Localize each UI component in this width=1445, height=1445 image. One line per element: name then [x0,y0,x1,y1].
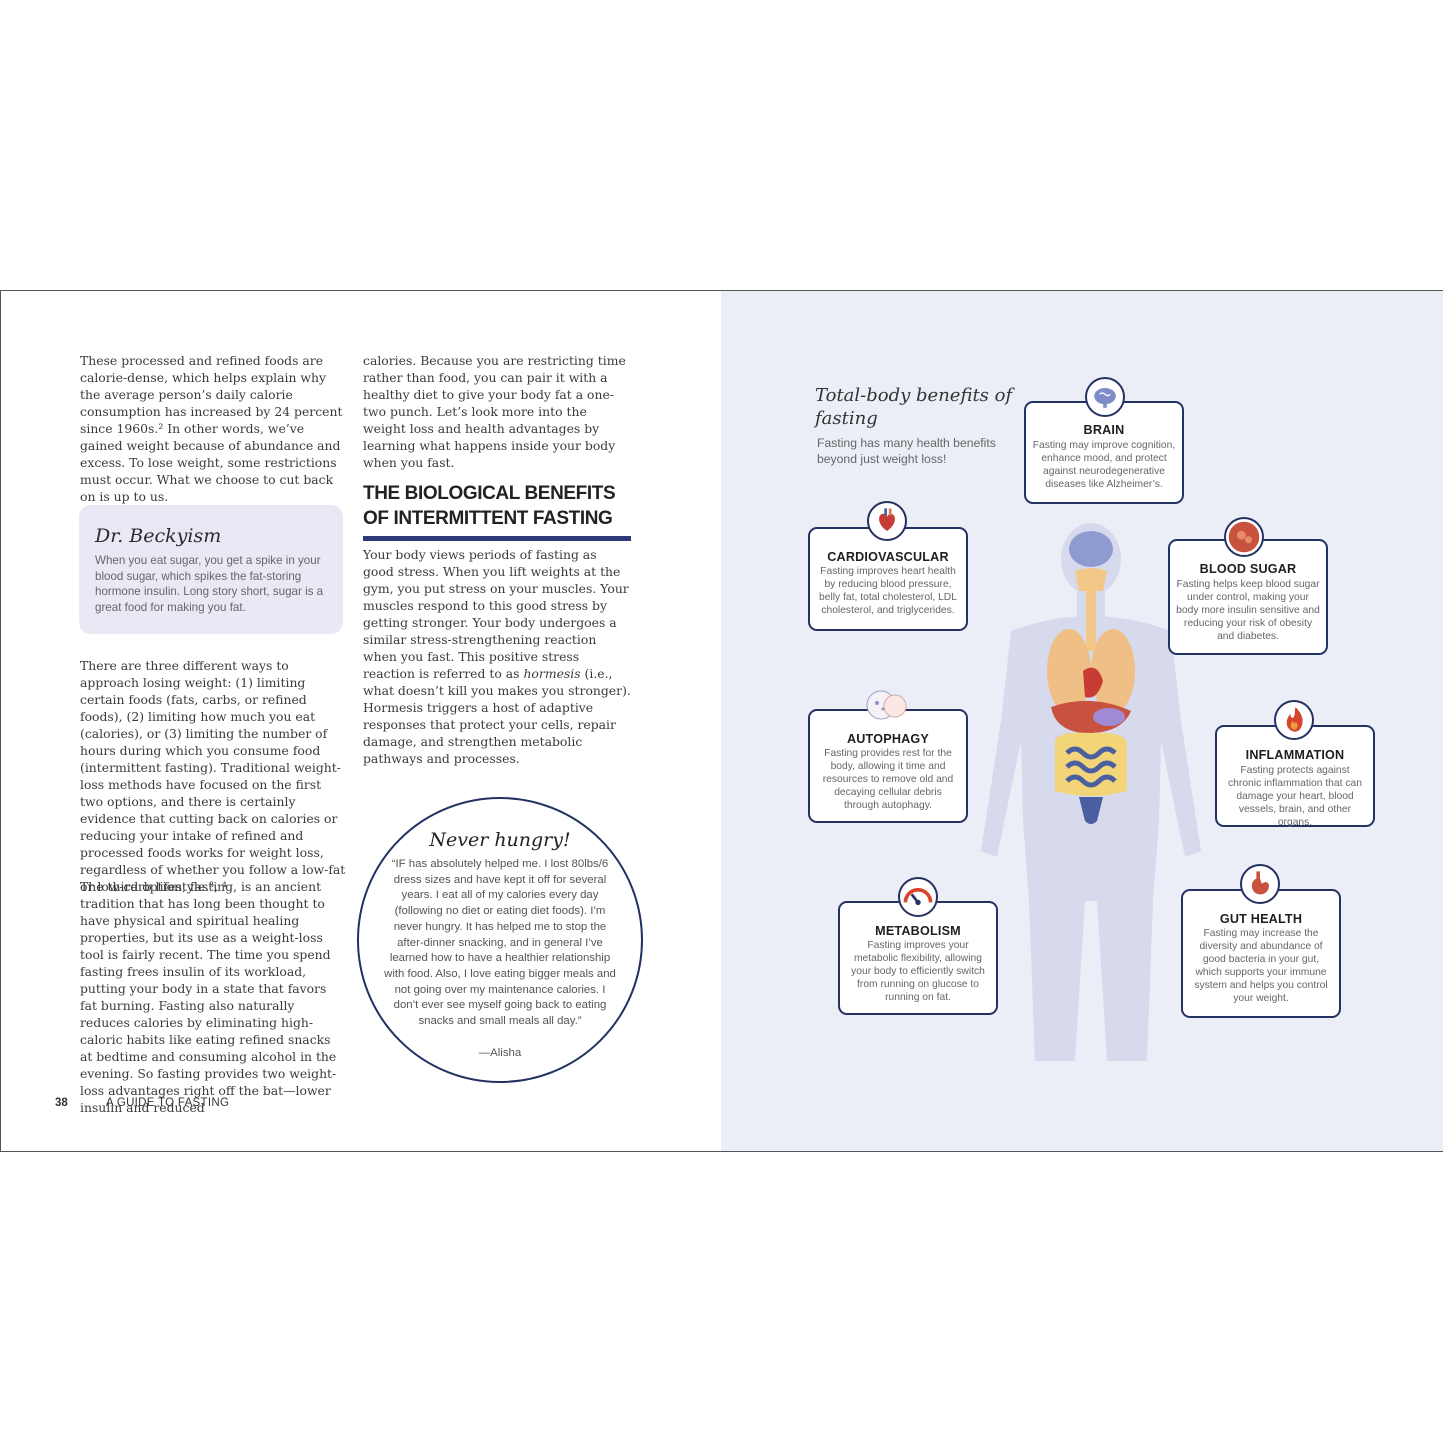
blood-cell-icon [1224,517,1264,557]
col2-para2-text: Your body views periods of fasting as go… [363,547,631,766]
callout-text: When you eat sugar, you get a spike in y… [95,554,324,614]
testimonial-title: Never hungry! [429,829,571,851]
card-inflammation-text: Fasting protects against chronic inflamm… [1228,765,1362,828]
testimonial-circle: Never hungry! “IF has absolutely helped … [357,797,643,1083]
flame-icon [1274,700,1314,740]
col2-paragraph-2: Your body views periods of fasting as go… [363,546,631,767]
col2-paragraph-1: calories. Because you are restricting ti… [363,352,631,471]
col1-para2-text: There are three different ways to approa… [80,658,346,894]
card-brain: BRAIN Fasting may improve cognition, enh… [1024,401,1184,504]
col1-para1-text: These processed and refined foods are ca… [80,353,343,504]
card-autophagy: AUTOPHAGY Fasting provides rest for the … [808,709,968,823]
card-inflammation: INFLAMMATION Fasting protects against ch… [1215,725,1375,828]
callout-title: Dr. Beckyism [95,525,222,547]
brain-icon [1085,377,1125,417]
card-cardio-title: CARDIOVASCULAR [827,550,949,564]
col1-paragraph-3: The third option, fasting, is an ancient… [80,878,346,1116]
card-sugar-text: Fasting helps keep blood sugar under con… [1176,579,1320,642]
col1-para3-text: The third option, fasting, is an ancient… [80,879,337,1115]
testimonial-author: —Alisha [478,1047,522,1059]
card-brain-title: BRAIN [1083,423,1125,437]
book-spread: These processed and refined foods are ca… [0,290,1443,1152]
card-metabolism-title: METABOLISM [875,924,961,938]
gauge-icon [898,877,938,917]
heart-icon [867,501,907,541]
card-autophagy-text: Fasting provides rest for the body, allo… [822,748,954,811]
card-gut-health: GUT HEALTH Fasting may increase the dive… [1181,889,1341,1018]
cell-icon [863,685,911,725]
card-cardiovascular: CARDIOVASCULAR Fasting improves heart he… [808,527,968,631]
infographic-subtitle: Fasting has many health benefits beyond … [817,436,996,466]
running-head: A GUIDE TO FASTING [106,1097,230,1109]
card-metabolism: METABOLISM Fasting improves your metabol… [838,901,998,1015]
infographic-page: Total-body benefits of fasting Fasting h… [721,291,1443,1151]
section-heading: THE BIOLOGICAL BENEFITS OF INTERMITTENT … [363,483,616,529]
heading-rule [363,536,631,541]
card-cardio-text: Fasting improves heart health by reducin… [819,566,957,616]
card-gut-text: Fasting may increase the diversity and a… [1194,928,1328,1004]
card-inflammation-title: INFLAMMATION [1245,748,1345,762]
dr-beckyism-callout: Dr. Beckyism When you eat sugar, you get… [79,505,343,634]
infographic-title: Total-body benefits of fasting [815,385,1013,429]
col1-paragraph-2: There are three different ways to approa… [80,657,346,895]
stomach-icon [1240,864,1280,904]
page-number: 38 [55,1097,68,1109]
card-blood-sugar: BLOOD SUGAR Fasting helps keep blood sug… [1168,539,1328,655]
card-autophagy-title: AUTOPHAGY [846,732,930,746]
card-sugar-title: BLOOD SUGAR [1199,562,1297,576]
human-body-illustration [981,523,1201,1061]
col2-para1-text: calories. Because you are restricting ti… [363,353,626,470]
col1-paragraph-1: These processed and refined foods are ca… [80,352,346,505]
testimonial-quote: “IF has absolutely helped me. I lost 80l… [384,858,616,1028]
card-metabolism-text: Fasting improves your metabolic flexibil… [851,940,985,1003]
card-brain-text: Fasting may improve cognition, enhance m… [1032,440,1176,490]
card-gut-title: GUT HEALTH [1219,912,1303,926]
